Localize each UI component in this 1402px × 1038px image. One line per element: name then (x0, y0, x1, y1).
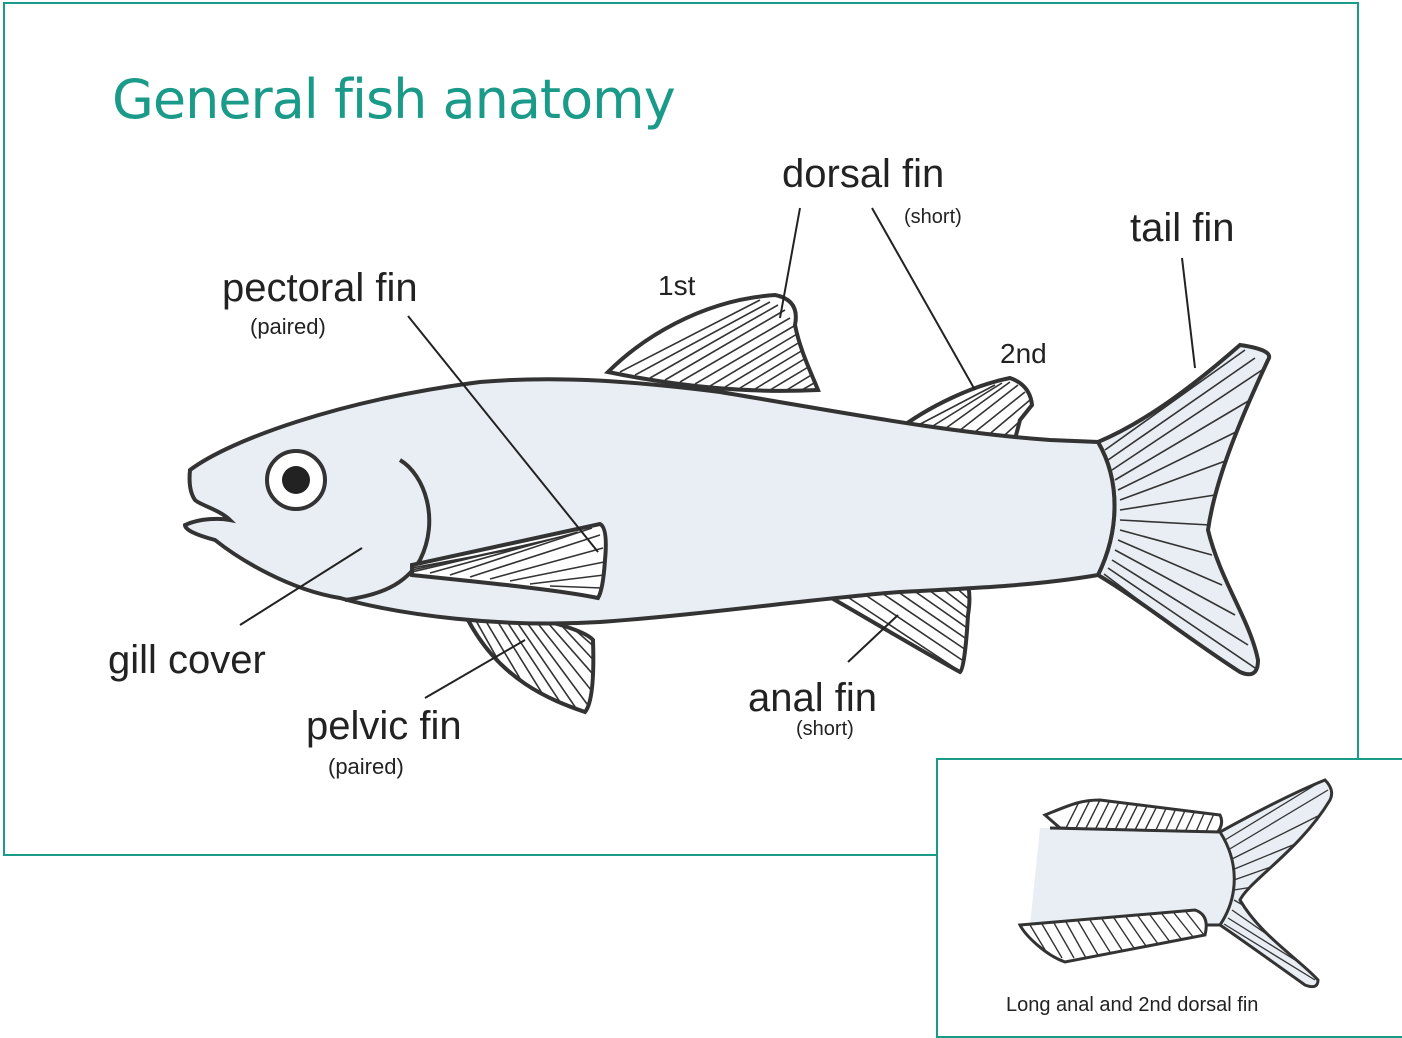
inset-caption: Long anal and 2nd dorsal fin (1006, 994, 1258, 1017)
